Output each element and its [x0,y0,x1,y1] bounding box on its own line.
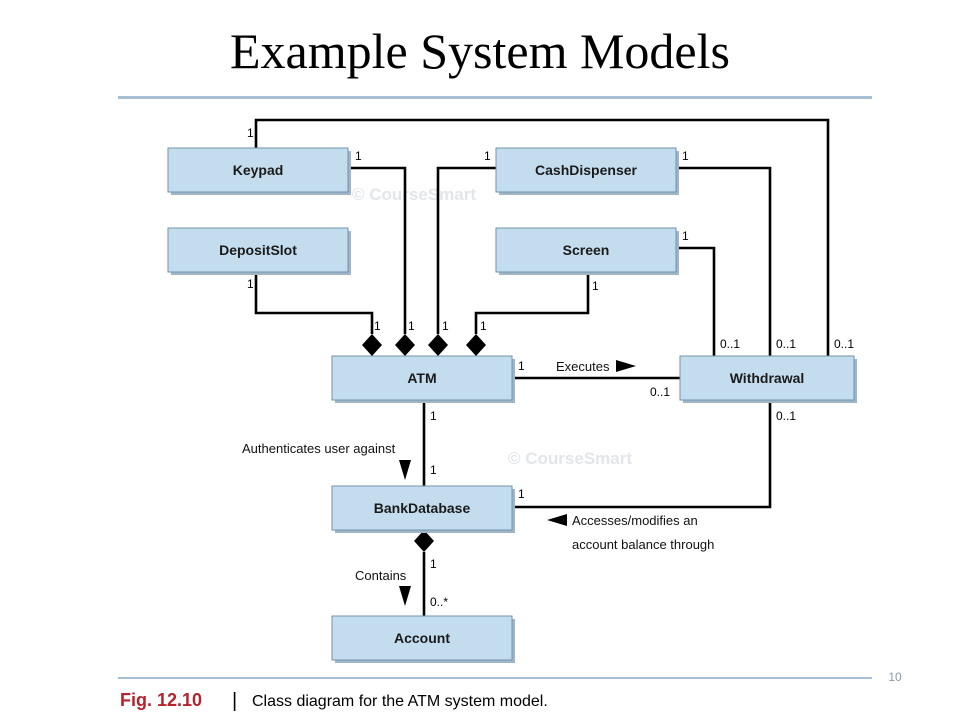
mult-atm-depositslot: 1 [374,319,381,333]
arrow-accesses [547,514,567,526]
association-lines [254,118,830,616]
line-keypad-withdrawal [254,118,830,356]
class-name: Withdrawal [730,370,805,386]
class-name: Keypad [233,162,284,178]
label-authenticates: Authenticates user against [242,441,396,456]
watermark-middle: © CourseSmart [508,449,632,468]
class-name: BankDatabase [374,500,471,516]
line-screen-withdrawal [676,246,716,356]
caption-separator: | [232,690,237,712]
class-name: DepositSlot [219,242,297,258]
label-contains: Contains [355,568,407,583]
mult-atm-keypad: 1 [408,319,415,333]
multiplicity-labels: 1 1 1 1 1 1 1 1 1 1 1 0..1 0..1 0..1 1 0… [247,126,854,609]
diamond-cashdispenser [428,334,448,356]
line-withdrawal-bankdatabase [512,400,772,509]
label-executes: Executes [556,359,610,374]
title-divider [118,96,872,99]
mult-atm-cashdispenser: 1 [442,319,449,333]
slide-title: Example System Models [230,23,730,79]
class-keypad: Keypad [167,147,351,195]
mult-withdrawal-cashdispenser: 0..1 [776,337,796,351]
class-atm: ATM [331,355,515,403]
class-name: CashDispenser [535,162,637,178]
mult-withdrawal-screen: 0..1 [720,337,740,351]
class-cashdispenser: CashDispenser [495,147,679,195]
mult-keypad-atm: 1 [355,149,362,163]
arrow-executes [616,360,636,372]
association-names: Executes Authenticates user against Acce… [242,359,714,583]
line-screen-atm [474,272,590,334]
mult-cashdispenser-withdrawal: 1 [682,149,689,163]
footer-divider [118,677,872,679]
label-accesses-line1: Accesses/modifies an [572,513,698,528]
watermark-top: © CourseSmart [352,185,476,204]
mult-account: 0..* [430,595,448,609]
page-number: 10 [888,670,902,684]
mult-atm-bankdatabase: 1 [430,409,437,423]
class-screen: Screen [495,227,679,275]
mult-atm-executes: 1 [518,359,525,373]
mult-withdrawal-bankdatabase: 0..1 [776,409,796,423]
mult-depositslot: 1 [247,277,254,291]
caption-text: Class diagram for the ATM system model. [252,693,548,710]
diamond-screen [466,334,486,356]
line-depositslot-atm [254,272,374,334]
mult-bankdatabase-atm: 1 [430,463,437,477]
mult-screen-atm: 1 [592,279,599,293]
mult-bankdatabase-account: 1 [430,557,437,571]
mult-withdrawal-executes: 0..1 [650,385,670,399]
line-keypad-atm [348,166,407,334]
class-name: Screen [563,242,610,258]
line-cashdispenser-atm [436,166,496,334]
label-accesses-line2: account balance through [572,537,714,552]
diamond-depositslot [362,334,382,356]
class-withdrawal: Withdrawal [679,355,857,403]
arrow-authenticates [399,460,411,480]
arrow-contains [399,586,411,606]
mult-atm-screen: 1 [480,319,487,333]
caption-figure-number: Fig. 12.10 [120,690,202,710]
figure-caption: Fig. 12.10 | Class diagram for the ATM s… [120,690,548,712]
diamond-keypad [395,334,415,356]
mult-screen-withdrawal: 1 [682,229,689,243]
class-name: Account [394,630,450,646]
diamond-account [414,530,434,552]
class-bankdatabase: BankDatabase [331,485,515,533]
line-cashdispenser-withdrawal [676,166,772,356]
class-depositslot: DepositSlot [167,227,351,275]
mult-withdrawal-keypad: 0..1 [834,337,854,351]
composition-diamonds [362,334,486,552]
class-name: ATM [407,370,436,386]
mult-bankdatabase-withdrawal: 1 [518,487,525,501]
mult-cashdispenser-atm: 1 [484,149,491,163]
class-account: Account [331,615,515,663]
direction-arrows [399,360,636,606]
mult-keypad-withdrawal: 1 [247,126,254,140]
